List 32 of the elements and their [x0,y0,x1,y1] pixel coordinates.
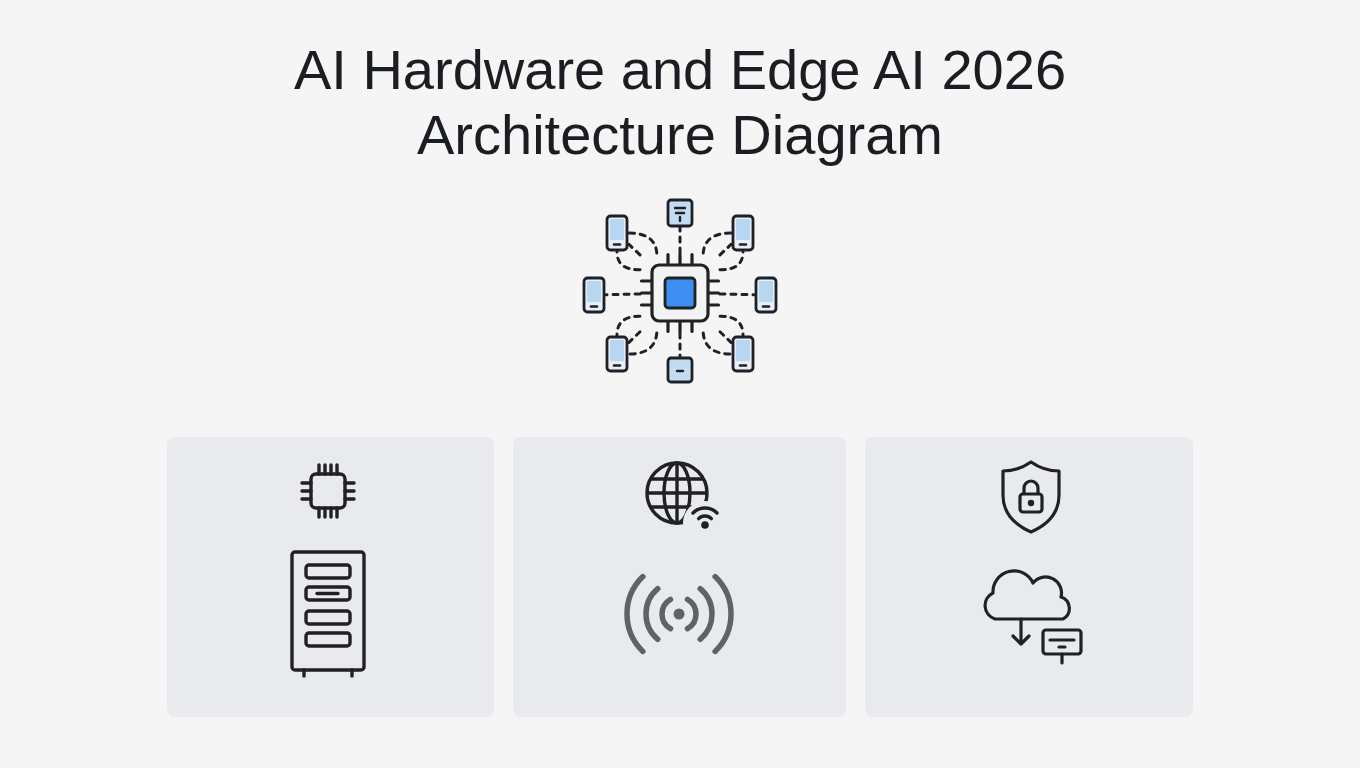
dashed-connector [718,250,745,272]
chip-icon [299,462,357,520]
phone-icon [605,214,629,252]
panel [513,437,846,717]
dashed-connector [627,242,642,257]
device-icon [666,198,694,228]
dashed-connector [718,292,756,297]
panel [865,437,1193,717]
dashed-connector [615,250,642,272]
dashed-connector [678,331,682,358]
dashed-connector [718,330,733,344]
phone-icon [731,214,755,252]
device-icon [666,356,694,384]
phone-icon [731,335,755,373]
dashed-connector [627,331,659,356]
dashed-connector [701,331,733,356]
phone-icon [582,276,606,314]
dashed-connector [604,292,642,297]
shield-lock-icon [999,459,1063,535]
dashed-connector [718,242,733,257]
phone-icon [754,276,778,314]
dashed-connector [718,314,745,337]
dashed-connector [627,330,642,344]
title: AI Hardware and Edge AI 2026 Architecture Diagram [292,37,1068,167]
dashed-connector [701,231,733,255]
server-rack-icon [290,550,366,678]
chip-icon [640,253,720,333]
panel [167,437,494,717]
dashed-connector [678,226,682,255]
dashed-connector [627,231,659,255]
dashed-connector [615,314,642,337]
phone-icon [605,335,629,373]
